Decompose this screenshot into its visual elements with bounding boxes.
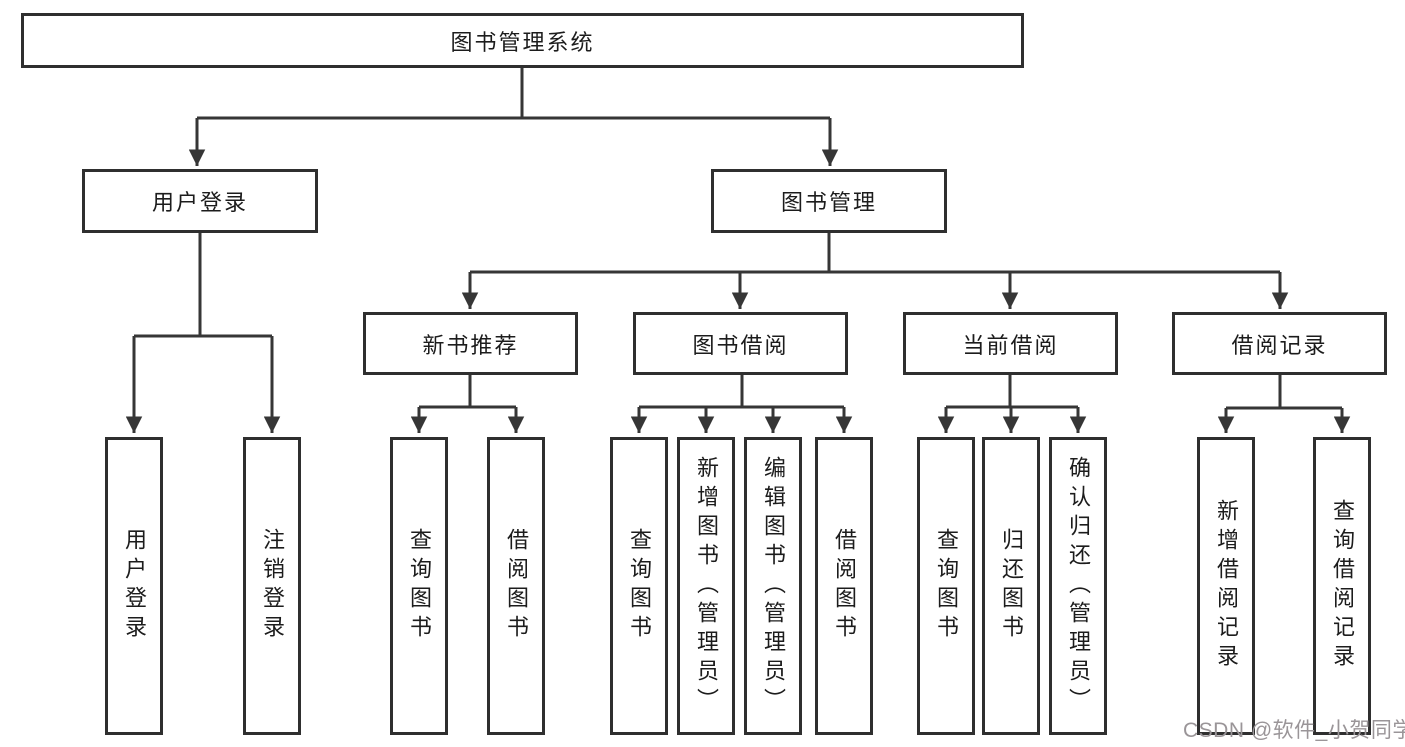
leaf-label: 查询图书	[934, 528, 959, 644]
leaf-borrow-books-recommend: 借阅图书	[487, 437, 545, 735]
leaf-user-login: 用户登录	[105, 437, 163, 735]
leaf-label: 用户登录	[122, 528, 147, 644]
leaf-query-books-current: 查询图书	[917, 437, 975, 735]
leaf-label: 查询图书	[407, 528, 432, 644]
leaf-add-borrow-record: 新增借阅记录	[1197, 437, 1255, 735]
leaf-query-books-borrow: 查询图书	[610, 437, 668, 735]
node-current-borrowing: 当前借阅	[903, 312, 1118, 375]
node-borrowing-records: 借阅记录	[1172, 312, 1387, 375]
leaf-query-books-recommend: 查询图书	[390, 437, 448, 735]
leaf-label: 注销登录	[260, 528, 285, 644]
leaf-label: 确认归还（管理员）	[1066, 455, 1091, 717]
leaf-label: 查询借阅记录	[1330, 499, 1355, 673]
leaf-logout: 注销登录	[243, 437, 301, 735]
leaf-confirm-return-admin: 确认归还（管理员）	[1049, 437, 1107, 735]
node-book-borrowing: 图书借阅	[633, 312, 848, 375]
leaf-query-borrow-record: 查询借阅记录	[1313, 437, 1371, 735]
csdn-watermark: CSDN @软件_小贺同学	[1183, 719, 1405, 742]
leaf-return-books: 归还图书	[982, 437, 1040, 735]
leaf-label: 借阅图书	[504, 528, 529, 644]
node-book-management: 图书管理	[711, 169, 947, 233]
leaf-add-books-admin: 新增图书（管理员）	[677, 437, 735, 735]
leaf-label: 编辑图书（管理员）	[761, 455, 786, 717]
node-user-login: 用户登录	[82, 169, 318, 233]
leaf-label: 查询图书	[627, 528, 652, 644]
leaf-label: 新增图书（管理员）	[694, 455, 719, 717]
node-library-management-system: 图书管理系统	[21, 13, 1024, 68]
leaf-label: 归还图书	[999, 528, 1024, 644]
leaf-borrow-books: 借阅图书	[815, 437, 873, 735]
node-new-book-recommendation: 新书推荐	[363, 312, 578, 375]
leaf-edit-books-admin: 编辑图书（管理员）	[744, 437, 802, 735]
leaf-label: 新增借阅记录	[1214, 499, 1239, 673]
leaf-label: 借阅图书	[832, 528, 857, 644]
